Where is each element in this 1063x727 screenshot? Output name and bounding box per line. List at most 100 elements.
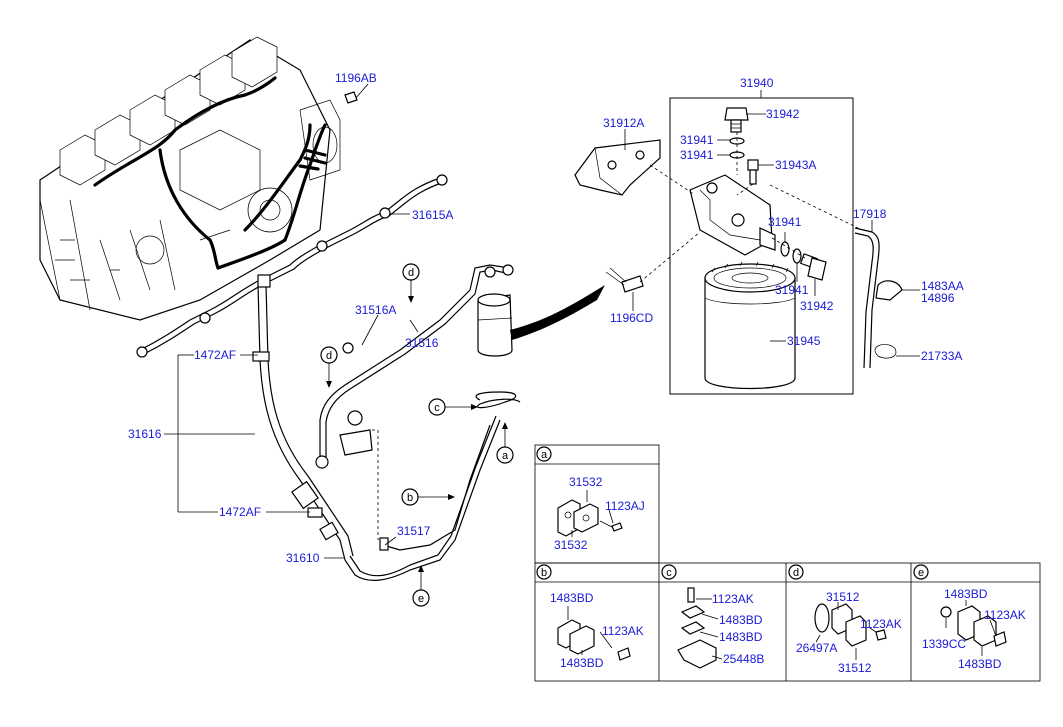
callout-1196CD: 1196CD — [610, 292, 653, 325]
filter-assembly-frame — [669, 97, 854, 395]
callout-31941-c: 31941 — [768, 215, 802, 242]
svg-text:b: b — [407, 492, 413, 504]
svg-text:e: e — [418, 593, 424, 605]
label-31610: 31610 — [286, 551, 320, 565]
label-31943A: 31943A — [775, 158, 816, 172]
washer-31941-c — [780, 241, 790, 257]
detail-b-label-2: 1483BD — [560, 656, 604, 670]
detail-d-label-1: 1123AK — [860, 617, 902, 631]
svg-text:d: d — [408, 267, 414, 279]
callout-d-mid: d — [320, 346, 338, 388]
label-31516: 31516 — [405, 336, 439, 350]
label-31942-bottom: 31942 — [800, 299, 834, 313]
label-17918: 17918 — [853, 207, 887, 221]
label-31942-top: 31942 — [766, 107, 800, 121]
svg-text:c: c — [434, 402, 440, 414]
callout-31942-bottom: 31942 — [800, 279, 834, 313]
filter-head — [689, 174, 776, 256]
detail-e-label-2: 1339CC — [922, 637, 966, 651]
detail-c-label-2: 1483BD — [719, 630, 763, 644]
callout-b: b — [401, 488, 455, 506]
detail-e-label-1: 1123AK — [984, 608, 1026, 622]
fuel-return-line-31615A — [136, 174, 448, 358]
callout-a: a — [496, 422, 514, 464]
callout-1472AF-bottom: 1472AF — [219, 505, 310, 519]
bolt-31942-top — [724, 107, 749, 133]
air-vent-screw-31943A — [747, 159, 759, 185]
detail-a-letter: a — [541, 449, 548, 461]
detail-c-label-3: 25448B — [723, 652, 764, 666]
fuel-pipe-31517 — [344, 391, 521, 582]
drain-hose-17918 — [854, 227, 903, 369]
detail-a-label-0: 31532 — [569, 475, 603, 489]
label-31616: 31616 — [128, 427, 162, 441]
label-31941-c: 31941 — [768, 215, 802, 229]
detail-e: e 1483BD 1123AK 1339CC 1483BD — [913, 564, 1026, 671]
label-31941-d: 31941 — [775, 283, 809, 297]
callout-31942-top: 31942 — [746, 107, 800, 121]
detail-b-label-0: 1483BD — [550, 591, 594, 605]
label-31517: 31517 — [397, 524, 431, 538]
bolt-1196CD — [605, 267, 644, 293]
callout-31941-a: 31941 — [680, 133, 730, 147]
detail-c-label-1: 1483BD — [719, 613, 763, 627]
water-separator — [477, 293, 513, 357]
wiring-harness — [93, 76, 327, 270]
detail-e-letter: e — [918, 567, 924, 579]
callout-1196AB: 1196AB — [335, 71, 377, 104]
engine-block — [39, 36, 341, 321]
detail-pointer — [510, 285, 605, 340]
label-1196CD: 1196CD — [610, 311, 653, 325]
label-1472AF-top: 1472AF — [194, 348, 236, 362]
detail-e-label-3: 1483BD — [958, 657, 1002, 671]
label-31516A: 31516A — [355, 303, 396, 317]
fuel-hose-31616 — [252, 274, 354, 561]
label-31615A: 31615A — [412, 208, 453, 222]
label-21733A: 21733A — [921, 349, 962, 363]
detail-d: d 31512 1123AK 26497A 31512 — [788, 564, 902, 675]
callout-17918: 17918 — [853, 207, 887, 232]
detail-d-label-0: 31512 — [826, 590, 860, 604]
callout-31941-d: 31941 — [775, 263, 809, 297]
callout-31610: 31610 — [286, 551, 345, 565]
callout-31616: 31616 — [128, 354, 255, 513]
callout-1472AF-top: 1472AF — [194, 348, 258, 362]
detail-b-letter: b — [541, 567, 547, 579]
label-1472AF-bottom: 1472AF — [219, 505, 261, 519]
fuel-drain-valve — [339, 410, 379, 540]
callout-1483AA: 1483AA 14896 — [902, 279, 964, 305]
svg-text:d: d — [326, 350, 332, 362]
detail-d-label-3: 31512 — [838, 661, 872, 675]
detail-c: c 1123AK 1483BD 1483BD 25448B — [661, 564, 764, 669]
detail-d-letter: d — [793, 567, 799, 579]
callout-e: e — [412, 565, 430, 607]
label-31912A: 31912A — [603, 116, 644, 130]
fuel-filter-31945 — [704, 261, 796, 390]
label-31941-a: 31941 — [680, 133, 714, 147]
detail-a-label-2: 31532 — [554, 538, 588, 552]
detail-a-label-1: 1123AJ — [605, 499, 645, 513]
label-1483AA: 1483AA — [921, 279, 964, 293]
detail-b-label-1: 1123AK — [602, 624, 644, 638]
callout-21733A: 21733A — [896, 349, 962, 363]
callout-31517: 31517 — [384, 524, 431, 546]
bracket-31912A — [574, 139, 661, 196]
callout-31941-b: 31941 — [680, 148, 730, 162]
label-1196AB: 1196AB — [335, 71, 377, 85]
detail-a: a 31532 1123AJ 31532 — [536, 446, 645, 552]
fuel-pipe-31516 — [315, 264, 514, 469]
detail-d-label-2: 26497A — [796, 641, 837, 655]
label-31945: 31945 — [787, 334, 821, 348]
detail-c-label-0: 1123AK — [712, 592, 754, 606]
callout-31912A: 31912A — [603, 116, 644, 150]
detail-e-label-0: 1483BD — [944, 587, 988, 601]
label-14896: 14896 — [921, 291, 955, 305]
callout-c: c — [428, 398, 478, 416]
callout-31516: 31516 — [405, 319, 439, 350]
label-31940: 31940 — [740, 76, 774, 90]
callout-31615A: 31615A — [390, 208, 453, 222]
detail-c-letter: c — [666, 567, 672, 579]
detail-panels — [534, 444, 1041, 682]
